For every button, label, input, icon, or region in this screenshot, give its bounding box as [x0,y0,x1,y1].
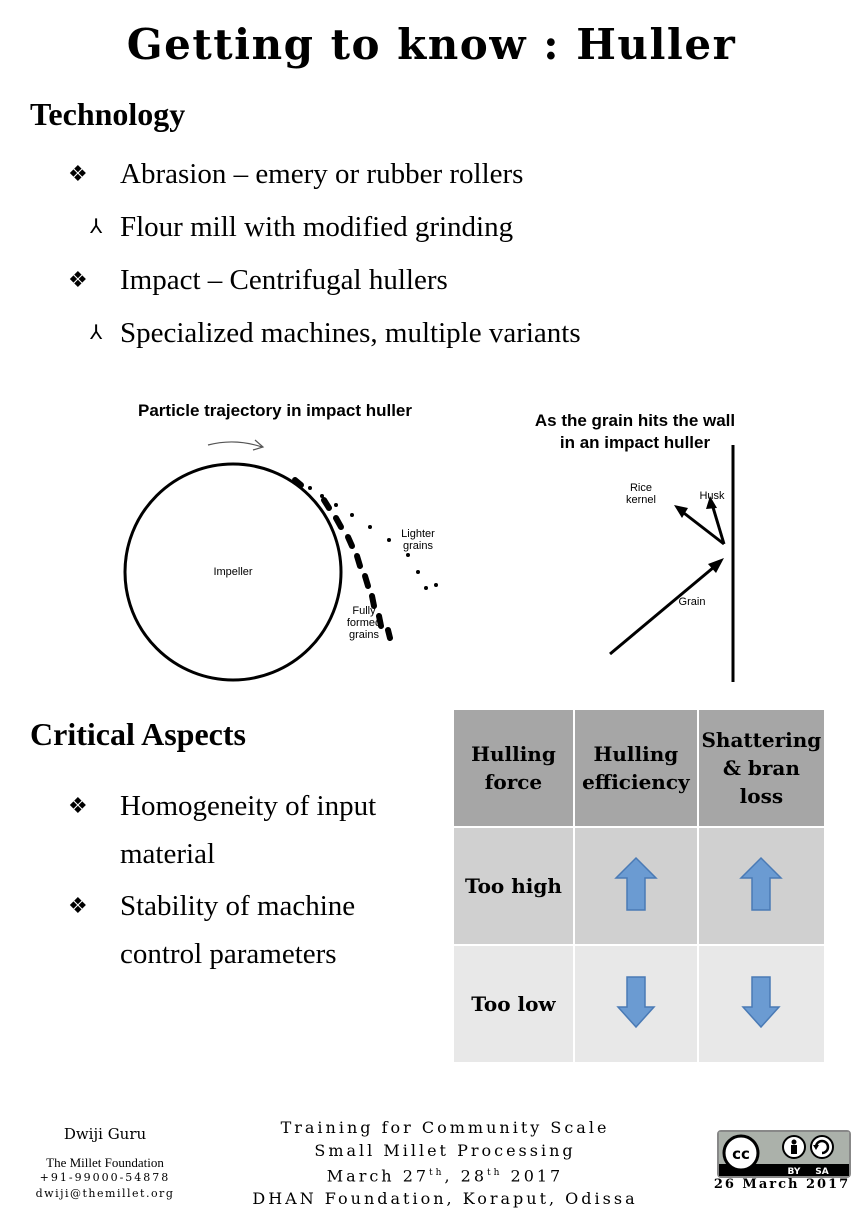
grain-label: Grain [678,596,706,608]
footer-event: Training for Community Scale Small Mille… [252,1118,638,1209]
diamond-bullet-icon: ❖ [68,267,88,292]
fully-formed-trajectory [292,477,393,641]
bullet-text: Flour mill with modified grinding [120,211,514,243]
row-label: Too high [452,826,575,946]
diamond-bullet-icon: ❖ [68,793,88,818]
husk-label: Husk [699,490,725,502]
lighter-trajectory [308,486,438,590]
footer-date: 26 March 2017 [713,1177,851,1192]
rice-kernel-arrow [679,508,725,546]
technology-heading: Technology [30,96,186,132]
arrowhead-bullet-icon: ⅄ [90,322,103,344]
footer-author: Dwiji Guru [63,1125,147,1143]
wall-impact-diagram [609,445,735,682]
diamond-bullet-icon: ❖ [68,893,88,918]
page-title: Getting to know : Huller [126,20,737,69]
table-row: Too low [452,944,827,1064]
svg-text:SA: SA [815,1167,828,1176]
cc-license-badge: cc BY SA [717,1130,851,1178]
list-item: ⅄ Specialized machines, multiple variant… [90,309,581,357]
impeller-label: Impeller [213,566,253,578]
table-row: Too high [452,826,827,946]
list-item: ❖ Impact – Centrifugal hullers [68,256,448,304]
bullet-text: Impact – Centrifugal hullers [120,264,448,296]
footer-phone: +91-99000-54878 [39,1171,171,1184]
wall-diagram-title: As the grain hits the wall in an impact … [534,411,736,452]
sa-share-icon [810,1135,834,1159]
up-arrow-icon [696,826,827,946]
list-item: ⅄ Flour mill with modified grinding [90,203,513,251]
arrowhead-bullet-icon: ⅄ [90,216,103,238]
rotation-arrow-icon [207,441,263,448]
footer-email: dwiji@themillet.org [35,1187,175,1200]
list-item: ❖ Abrasion – emery or rubber rollers [68,150,523,198]
up-arrow-icon [572,826,699,946]
impeller-diagram [123,439,438,682]
down-arrow-icon [572,944,699,1064]
trajectory-diagram-title: Particle trajectory in impact huller [138,401,412,420]
bullet-text: Abrasion – emery or rubber rollers [120,158,524,190]
bullet-text: Specialized machines, multiple variants [120,317,581,349]
svg-text:BY: BY [788,1167,801,1176]
impeller-circle [123,462,343,682]
husk-arrow [710,503,726,545]
grain-arrow [609,560,721,656]
row-label: Too low [452,944,575,1064]
critical-aspects-heading: Critical Aspects [30,716,246,752]
cc-icon [722,1134,760,1172]
diamond-bullet-icon: ❖ [68,161,88,186]
down-arrow-icon [696,944,827,1064]
svg-text:cc: cc [732,1145,750,1163]
footer-org: The Millet Foundation [46,1155,164,1170]
